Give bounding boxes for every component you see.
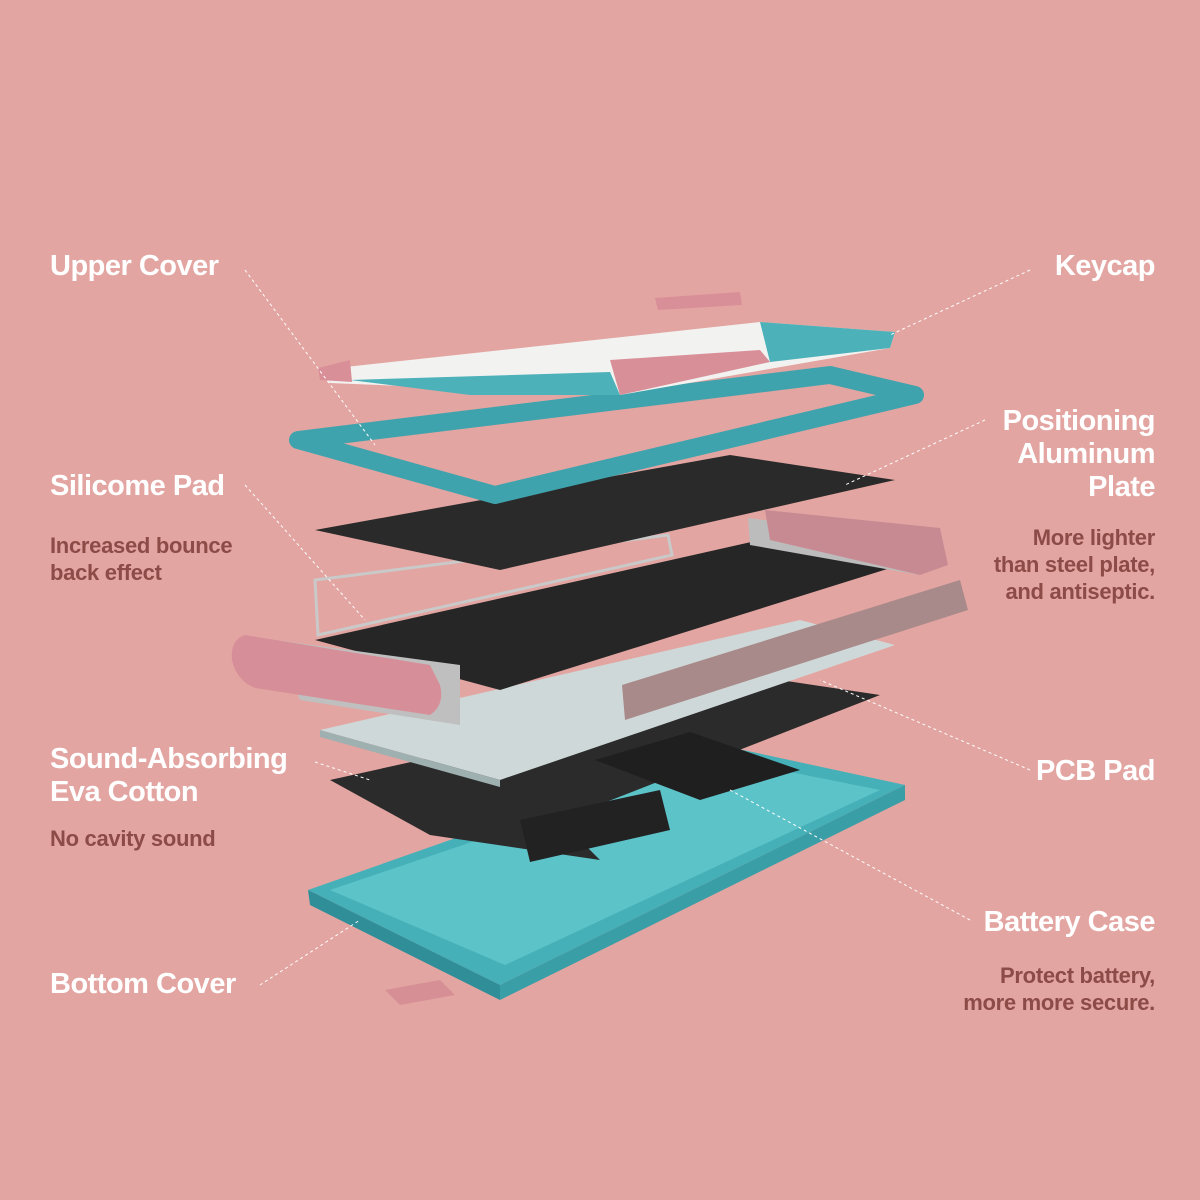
label-pcb-pad: PCB Pad — [1036, 755, 1155, 787]
positioning-plate-description: More lighter than steel plate, and antis… — [994, 524, 1155, 605]
label-positioning-plate: Positioning Aluminum Plate — [1002, 405, 1156, 504]
label-silicone-pad: Silicome Pad — [50, 470, 225, 502]
battery-case-description: Protect battery, more more secure. — [963, 962, 1155, 1016]
silicone-pad-part — [231, 510, 948, 725]
label-line: Plate — [1088, 471, 1155, 503]
bottom-cover-part — [308, 745, 905, 1005]
desc-line: More lighter — [1032, 525, 1156, 550]
label-line: Eva Cotton — [50, 776, 199, 808]
desc-line: than steel plate, — [993, 552, 1155, 577]
label-keycap: Keycap — [1054, 250, 1156, 282]
desc-line: and antiseptic. — [1005, 579, 1155, 604]
label-upper-cover: Upper Cover — [50, 250, 219, 282]
label-line: Aluminum — [1017, 438, 1155, 470]
label-line: Positioning — [1002, 405, 1156, 437]
silicone-pad-description: Increased bounce back effect — [50, 532, 233, 586]
side-rail-right — [622, 580, 968, 720]
label-battery-case: Battery Case — [983, 906, 1156, 938]
label-line: Sound-Absorbing — [50, 743, 288, 775]
label-bottom-cover: Bottom Cover — [50, 968, 236, 1000]
keycap-part — [318, 292, 895, 395]
sound-absorbing-description: No cavity sound — [50, 826, 216, 851]
desc-line: Increased bounce — [50, 533, 233, 558]
leader-lines — [244, 269, 1031, 986]
desc-line: Protect battery, — [1000, 963, 1155, 988]
positioning-plate-part — [315, 455, 895, 570]
desc-line: more more secure. — [963, 990, 1155, 1015]
upper-cover-part — [289, 366, 924, 504]
eva-cotton-part — [330, 680, 880, 862]
desc-line: back effect — [50, 560, 162, 585]
label-sound-absorbing: Sound-Absorbing Eva Cotton — [50, 743, 288, 809]
